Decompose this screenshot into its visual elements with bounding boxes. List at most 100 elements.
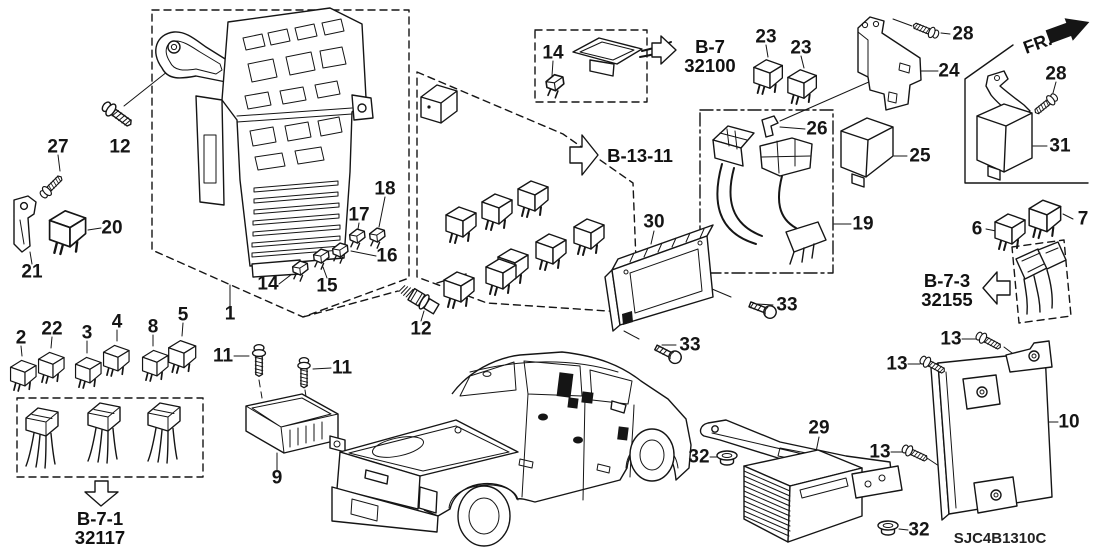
callout-29[interactable]: 29	[808, 418, 829, 439]
ref-arrows	[84, 35, 1011, 507]
control-module-30	[604, 224, 714, 332]
callout-32[interactable]: 32	[688, 447, 709, 468]
relay-2	[9, 359, 37, 392]
screw-28-top	[910, 19, 941, 41]
callout-22[interactable]: 22	[41, 319, 62, 340]
callout-24[interactable]: 24	[938, 61, 960, 82]
callout-23[interactable]: 23	[790, 38, 811, 59]
relay-8	[141, 349, 169, 382]
callout-13[interactable]: 13	[886, 354, 907, 375]
fuse-box-small-parts	[13, 98, 440, 315]
callout-7[interactable]: 7	[1078, 209, 1089, 230]
grommet-32b	[877, 520, 899, 536]
callout-26[interactable]: 26	[806, 119, 827, 140]
callout-32[interactable]: 32	[908, 520, 929, 541]
relays-6-7	[994, 199, 1062, 251]
callout-19[interactable]: 19	[852, 214, 873, 235]
unit-31	[976, 70, 1033, 181]
fuse-box-body	[221, 7, 367, 267]
callout-30[interactable]: 30	[643, 212, 664, 233]
callout-17[interactable]: 17	[348, 205, 369, 226]
relay-group-b13	[420, 84, 605, 309]
callout-16[interactable]: 16	[376, 246, 397, 267]
relay-6	[994, 213, 1026, 251]
relay-4	[102, 344, 130, 377]
callout-13[interactable]: 13	[940, 329, 961, 350]
callout-6[interactable]: 6	[972, 219, 983, 240]
relay-23a	[752, 58, 784, 95]
ref-arrow-b-13-11[interactable]	[569, 134, 599, 176]
callout-31[interactable]: 31	[1049, 136, 1071, 157]
callout-8[interactable]: 8	[148, 317, 159, 338]
fr-direction: FR.	[1021, 18, 1090, 58]
ref-arrow-b-7-3[interactable]	[982, 271, 1011, 305]
fuse-box-drawing	[155, 7, 374, 278]
callout-12[interactable]: 12	[410, 319, 431, 340]
screw-28-right	[1031, 91, 1061, 118]
callout-20[interactable]: 20	[101, 218, 122, 239]
callout-1[interactable]: 1	[225, 304, 236, 325]
callout-28[interactable]: 28	[1045, 64, 1066, 85]
screw-33a	[747, 297, 779, 321]
relay-20	[48, 209, 87, 256]
relay-5	[167, 339, 197, 374]
callout-23[interactable]: 23	[755, 27, 776, 48]
callout-11[interactable]: 11	[213, 346, 234, 367]
relay-7	[1028, 199, 1062, 240]
harness-19	[712, 125, 827, 265]
callout-28[interactable]: 28	[952, 24, 973, 45]
harness-19-region	[699, 109, 834, 274]
cooler-29	[699, 419, 903, 543]
callout-9[interactable]: 9	[272, 468, 283, 489]
callout-33[interactable]: 33	[679, 335, 700, 356]
callout-10[interactable]: 10	[1058, 412, 1079, 433]
callout-15[interactable]: 15	[316, 276, 338, 297]
screw-13c	[899, 442, 930, 465]
clip-26	[761, 115, 779, 138]
fuse-box-region	[151, 9, 410, 318]
fuse-17	[348, 227, 367, 251]
bolt-11b	[297, 357, 311, 389]
screw-13a	[973, 329, 1004, 353]
callout-18[interactable]: 18	[374, 179, 395, 200]
relay-row	[9, 339, 197, 392]
ref-label-b-13-11[interactable]: B-13-11	[607, 145, 673, 166]
unit-25	[840, 117, 894, 188]
ref-arrow-b7-32100[interactable]	[651, 35, 677, 65]
diagram-code: SJC4B1310C	[954, 530, 1047, 547]
b7-region	[534, 29, 648, 103]
callout-21[interactable]: 21	[21, 262, 43, 283]
callout-2[interactable]: 2	[16, 328, 27, 349]
bolt-27	[37, 172, 66, 201]
callout-27[interactable]: 27	[47, 137, 68, 158]
truck-drawing	[331, 351, 692, 547]
connector-b73	[1015, 241, 1067, 315]
unit-9	[245, 393, 346, 454]
relay-23b	[786, 68, 818, 105]
callout-14[interactable]: 14	[542, 43, 564, 64]
sensor-12-lower	[398, 285, 440, 315]
callout-13[interactable]: 13	[869, 442, 890, 463]
callout-11[interactable]: 11	[332, 358, 353, 379]
relay-22	[37, 351, 65, 384]
callout-33[interactable]: 33	[776, 295, 797, 316]
callout-12[interactable]: 12	[109, 137, 130, 158]
ref-arrow-b-7-1[interactable]	[84, 480, 119, 507]
callout-14[interactable]: 14	[257, 274, 279, 295]
callout-5[interactable]: 5	[178, 305, 189, 326]
control-unit-10	[930, 340, 1053, 521]
fr-arrow-icon	[1045, 18, 1090, 44]
connector-group-b71	[25, 402, 181, 469]
corner-frame-31	[964, 44, 1089, 184]
callout-4[interactable]: 4	[112, 312, 123, 333]
fuse-sockets	[242, 18, 347, 171]
relay-3	[74, 356, 102, 389]
bolt-12-upper	[98, 98, 136, 131]
callout-3[interactable]: 3	[82, 323, 93, 344]
callout-25[interactable]: 25	[909, 146, 931, 167]
